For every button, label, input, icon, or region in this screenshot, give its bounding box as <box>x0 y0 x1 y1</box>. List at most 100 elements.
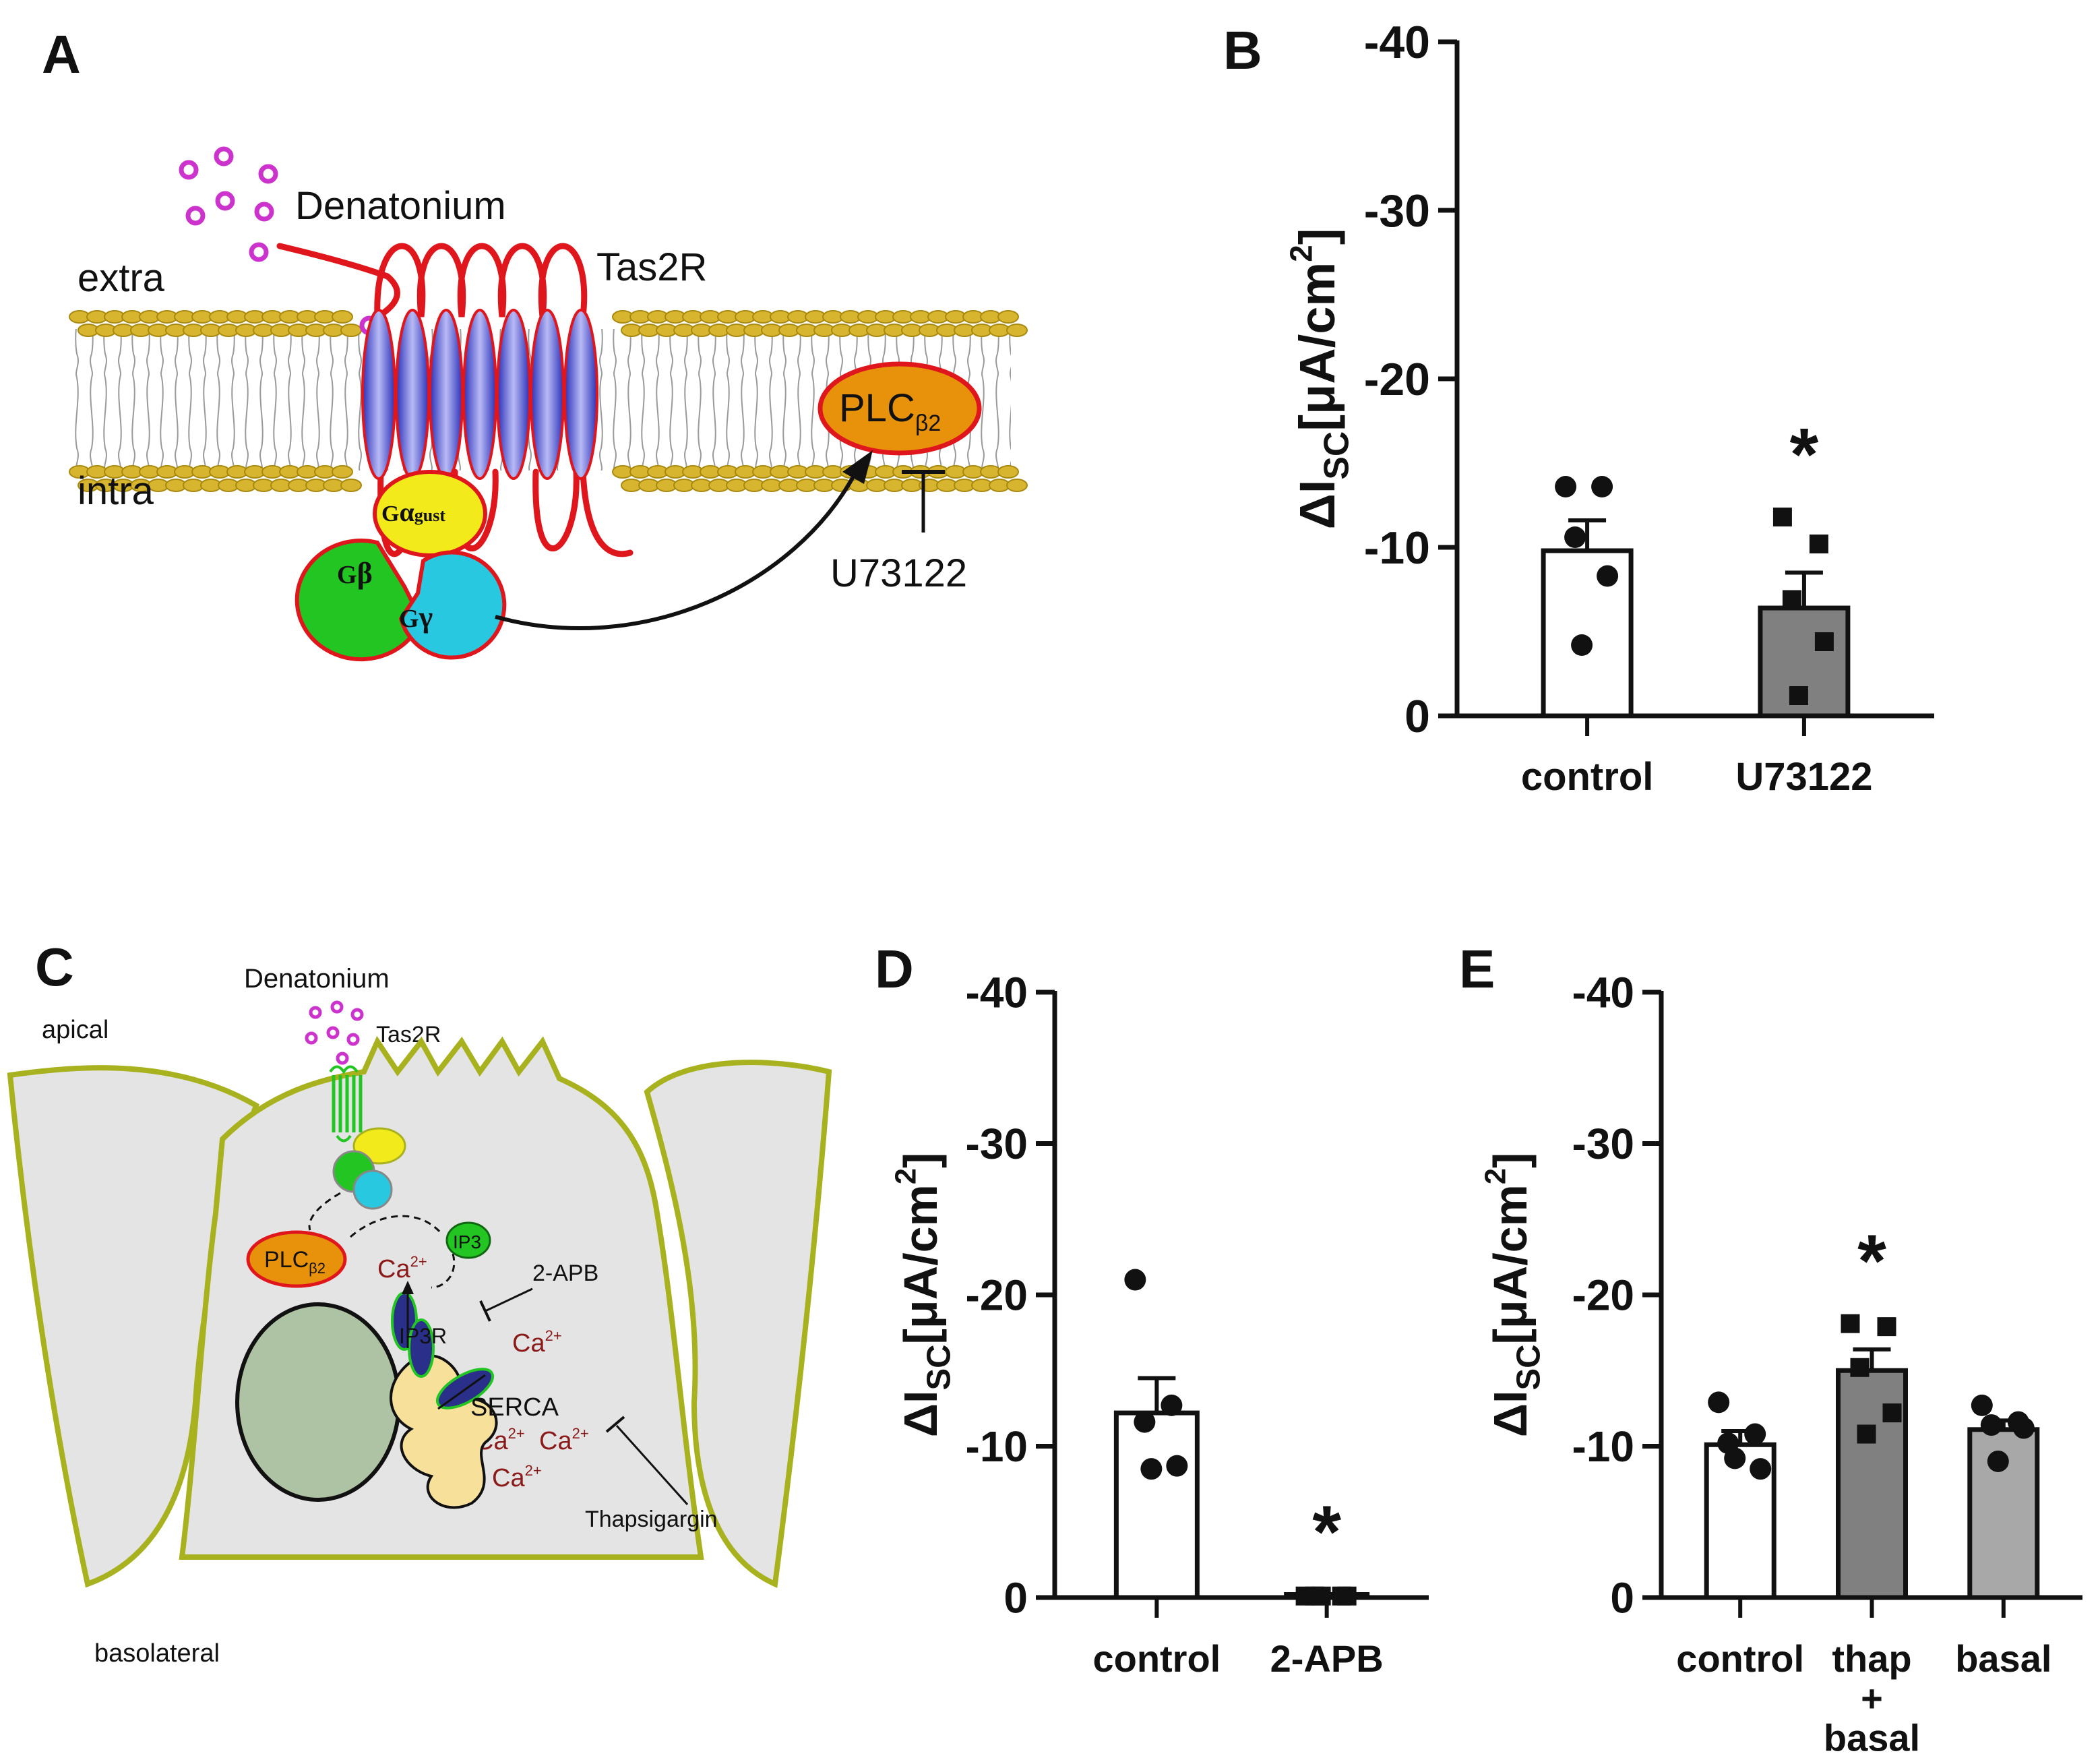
y-tick-label: 0 <box>1610 1573 1634 1622</box>
ca5-sup: 2+ <box>525 1462 542 1479</box>
x-tick-label: + <box>1861 1677 1883 1720</box>
data-point <box>1744 1423 1766 1445</box>
data-point <box>1877 1317 1896 1337</box>
nucleus <box>235 1302 401 1502</box>
lipid-head <box>332 465 353 479</box>
data-point <box>1571 634 1593 656</box>
data-point <box>1971 1394 1993 1416</box>
y-tick-label: 0 <box>1404 691 1430 742</box>
ca-label-2: Ca2+ <box>512 1327 562 1358</box>
data-point <box>1789 686 1808 705</box>
ip3r-label: IP3R <box>399 1324 447 1348</box>
panel-c-diagram: C apical basolateral Denatonium Tas2R PL… <box>7 937 832 1668</box>
g-gamma-c <box>352 1169 393 1210</box>
data-point <box>1987 1450 2009 1472</box>
denatonium-molecule <box>185 206 206 226</box>
extra-label: extra <box>78 256 165 300</box>
y-axis-label-part: Δ <box>1484 1403 1537 1437</box>
chart-e: 0-10-20-30-40ΔISC[μA/cm2]control*thap+ba… <box>1480 968 2082 1759</box>
y-axis-label-part: I <box>1484 1391 1537 1403</box>
y-tick-label: -10 <box>1572 1422 1635 1471</box>
data-point <box>1597 565 1619 587</box>
denatonium-molecule <box>326 1026 340 1039</box>
panel-letter-a: A <box>42 24 81 84</box>
y-axis-label: ΔISC[μA/cm2] <box>1480 1153 1547 1438</box>
y-axis-label-part: [μA/cm <box>1484 1184 1537 1344</box>
y-axis-label-part: 2 <box>890 1168 923 1184</box>
y-tick-label: -30 <box>1364 185 1430 237</box>
y-axis-label-part: 2 <box>1284 245 1319 262</box>
panel-letter-b: B <box>1223 20 1262 80</box>
x-tick-label: control <box>1521 755 1654 799</box>
x-tick-label: U73122 <box>1735 755 1872 799</box>
panel-a-diagram: A Denatonium extra intra Tas2R Gαgust Gβ <box>42 24 1028 662</box>
tas2r-chain <box>276 243 634 557</box>
g-alpha-gust: Gαgust <box>373 470 487 557</box>
plc-c-sub: β2 <box>309 1260 326 1277</box>
denatonium-molecule <box>336 1052 349 1065</box>
y-tick-label: -30 <box>966 1120 1028 1168</box>
ca4-base: Ca <box>539 1427 572 1455</box>
plc-c: PLCβ2 <box>246 1230 347 1288</box>
significance-mark: * <box>1312 1491 1341 1574</box>
y-axis-label-part: Δ <box>1289 493 1345 529</box>
ca3-sup: 2+ <box>508 1425 525 1442</box>
denatonium-molecules <box>179 146 379 336</box>
y-axis-label: ΔISC[μA/cm2] <box>1284 229 1356 530</box>
thapsigargin-label: Thapsigargin <box>585 1507 718 1532</box>
arrow-head <box>842 450 873 484</box>
svg-text:PLCβ2: PLCβ2 <box>264 1247 326 1277</box>
g-alpha-sub: gust <box>414 506 446 525</box>
y-axis-label-part: [μA/cm <box>894 1184 947 1344</box>
g-beta-prefix: G <box>337 561 357 589</box>
data-point <box>1809 535 1828 553</box>
transmembrane-helix <box>462 309 497 480</box>
bar-0 <box>1113 1410 1200 1600</box>
y-tick-label: -10 <box>1364 522 1430 574</box>
dashed-arrow-1 <box>308 1192 341 1231</box>
ca-label-1: Ca2+ <box>377 1253 427 1283</box>
denatonium-molecule <box>350 1008 364 1021</box>
panel-letter-d: D <box>875 939 914 999</box>
tas2r-c <box>329 1065 363 1143</box>
x-tick-label: basal <box>1955 1637 2051 1680</box>
g-beta: Gβ <box>295 539 424 662</box>
2apb-label: 2-APB <box>532 1260 598 1286</box>
lipid-head <box>997 465 1019 479</box>
denatonium-label: Denatonium <box>295 184 506 228</box>
ca-label-4: Ca2+ <box>539 1425 589 1455</box>
y-axis-label-part: Δ <box>894 1403 947 1437</box>
y-tick-label: -40 <box>966 968 1028 1016</box>
tas2r-label: Tas2R <box>596 245 707 289</box>
serca-arrow <box>437 1374 486 1410</box>
data-point <box>1555 476 1577 497</box>
transmembrane-helix <box>530 309 565 480</box>
g-gamma-prefix: G <box>399 605 419 633</box>
thapsigargin-inhibit-bar <box>605 1416 625 1433</box>
ca1-sup: 2+ <box>410 1253 427 1270</box>
y-tick-label: -20 <box>966 1271 1028 1319</box>
data-point <box>1882 1403 1902 1423</box>
2apb-inhibit-bar <box>479 1300 491 1322</box>
x-tick-label: 2-APB <box>1270 1637 1384 1680</box>
transmembrane-helix <box>496 309 531 480</box>
ip3r-channel-2 <box>408 1318 435 1378</box>
plc-beta2: PLCβ2 <box>817 361 982 456</box>
ca5-base: Ca <box>492 1464 525 1492</box>
ca-label-5: Ca2+ <box>492 1462 542 1492</box>
transmembrane-helix <box>395 309 430 480</box>
y-axis-label-part: [μA/cm <box>1289 262 1345 431</box>
plc-a-main: PLC <box>839 386 915 430</box>
x-tick-label: control <box>1676 1637 1804 1680</box>
data-point <box>1311 1586 1331 1606</box>
x-tick-label: control <box>1092 1637 1221 1680</box>
plc-c-main: PLC <box>264 1247 309 1273</box>
transmembrane-helices <box>361 309 598 480</box>
transmembrane-helix <box>361 309 396 480</box>
panel-letter-e: E <box>1459 939 1495 999</box>
lipid-head <box>1006 324 1028 337</box>
ca2-sup: 2+ <box>545 1327 562 1344</box>
